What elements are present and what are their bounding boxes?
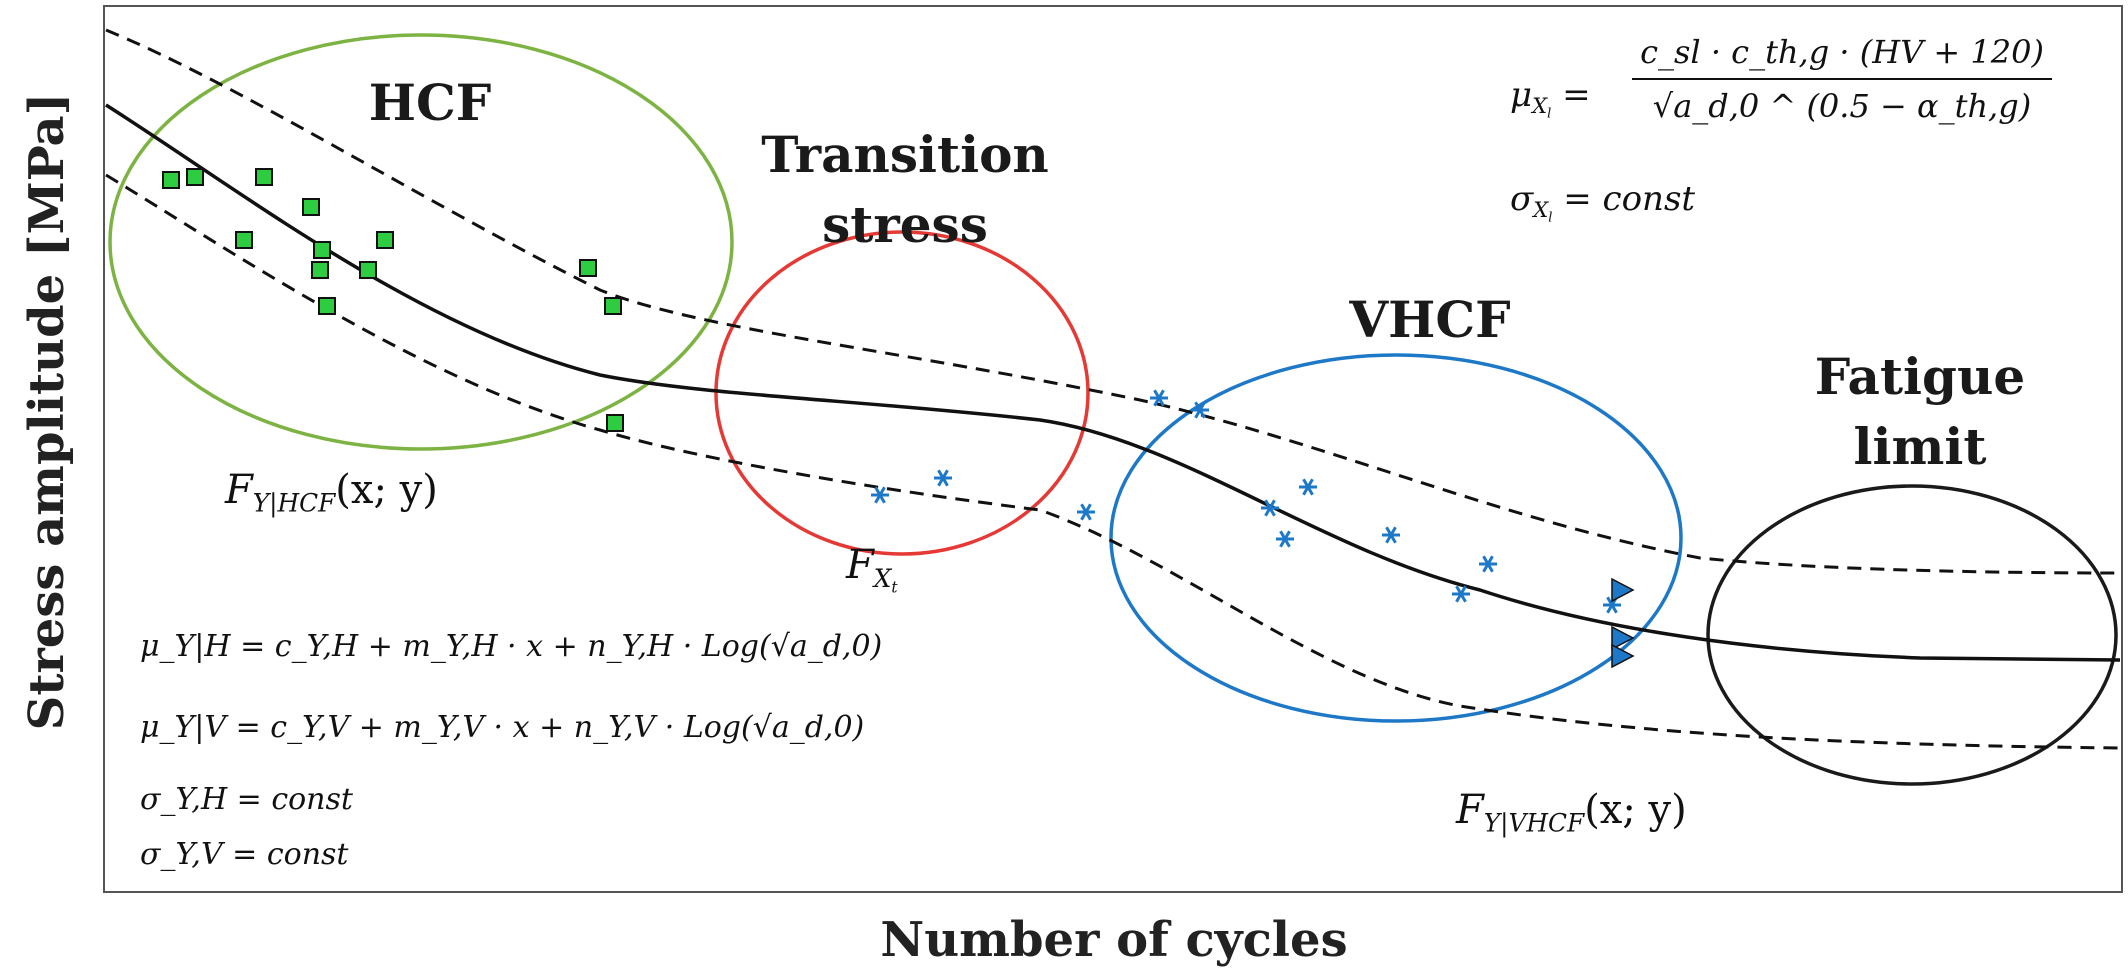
- hcf-point: [255, 168, 273, 186]
- hcf-point: [302, 198, 320, 216]
- mu-yv-formula: μ_Y|V = c_Y,V + m_Y,V · x + n_Y,V · Log(…: [140, 710, 865, 745]
- vhcf-point: [871, 486, 889, 504]
- hcf-point: [376, 231, 394, 249]
- vhcf-region-ellipse: [1109, 353, 1683, 723]
- fatigue-limit-region-ellipse: [1706, 484, 2118, 786]
- hcf-point: [606, 414, 624, 432]
- vhcf-title: VHCF: [1349, 290, 1511, 349]
- sigma-yv-formula: σ_Y,V = const: [140, 837, 349, 872]
- vhcf-point: [1479, 555, 1497, 573]
- upper-scatter-band: [105, 28, 2121, 575]
- transition-title-line2: stress: [822, 195, 988, 254]
- hcf-point: [311, 261, 329, 279]
- hcf-title: HCF: [368, 73, 492, 132]
- mu-xl-lhs: μXl =: [1510, 75, 1591, 122]
- f-vhcf-label: FY|VHCF(x; y): [1456, 787, 1687, 838]
- fatigue-limit-title-line1: Fatigue: [1814, 347, 2026, 406]
- vhcf-point: [934, 469, 952, 487]
- vhcf-point: [1276, 530, 1294, 548]
- mu-yh-formula: μ_Y|H = c_Y,H + m_Y,H · x + n_Y,H · Log(…: [140, 629, 883, 664]
- hcf-point: [579, 259, 597, 277]
- vhcf-point: [1261, 499, 1279, 517]
- mu-xl-denominator: √a_d,0 ^ (0.5 − α_th,g): [1652, 87, 2032, 125]
- runout-triangle: [1611, 577, 1635, 603]
- hcf-region-ellipse: [108, 33, 734, 451]
- hcf-data-points: [162, 168, 624, 432]
- y-axis-label: Stress amplitude [MPa]: [19, 92, 75, 731]
- plot-frame: [103, 5, 2123, 893]
- f-hcf-label: FY|HCF(x; y): [225, 467, 438, 518]
- mu-xl-numerator: c_sl · c_th,g · (HV + 120): [1640, 33, 2044, 71]
- runout-markers: [1611, 577, 1635, 669]
- runout-triangle: [1611, 625, 1635, 651]
- fatigue-limit-title-line2: limit: [1853, 417, 1987, 476]
- x-axis-label: Number of cycles: [880, 912, 1348, 968]
- runout-triangle: [1611, 643, 1635, 669]
- vhcf-point: [1299, 478, 1317, 496]
- sigma-yh-formula: σ_Y,H = const: [140, 782, 353, 817]
- hcf-point: [235, 231, 253, 249]
- f-transition-label: FXt: [846, 542, 898, 597]
- transition-title-line1: Transition: [761, 125, 1049, 184]
- hcf-point: [162, 171, 180, 189]
- hcf-point: [604, 297, 622, 315]
- vhcf-point: [1382, 526, 1400, 544]
- vhcf-point: [1452, 585, 1470, 603]
- vhcf-data-points: [871, 389, 1621, 614]
- transition-title: Transition stress: [740, 120, 1070, 260]
- vhcf-point: [1150, 389, 1168, 407]
- hcf-point: [359, 261, 377, 279]
- mean-sn-curve: [105, 103, 2121, 662]
- vhcf-point: [1077, 503, 1095, 521]
- fatigue-limit-title: Fatigue limit: [1780, 342, 2060, 482]
- mu-xl-fraction: c_sl · c_th,g · (HV + 120) √a_d,0 ^ (0.5…: [1632, 30, 2052, 128]
- transition-region-ellipse: [714, 230, 1090, 556]
- hcf-point: [186, 168, 204, 186]
- mu-xl-fraction-bar: [1632, 78, 2052, 80]
- vhcf-point: [1191, 401, 1209, 419]
- hcf-point: [318, 297, 336, 315]
- hcf-point: [313, 241, 331, 259]
- sigma-xl-formula: σXl = const: [1510, 179, 1696, 226]
